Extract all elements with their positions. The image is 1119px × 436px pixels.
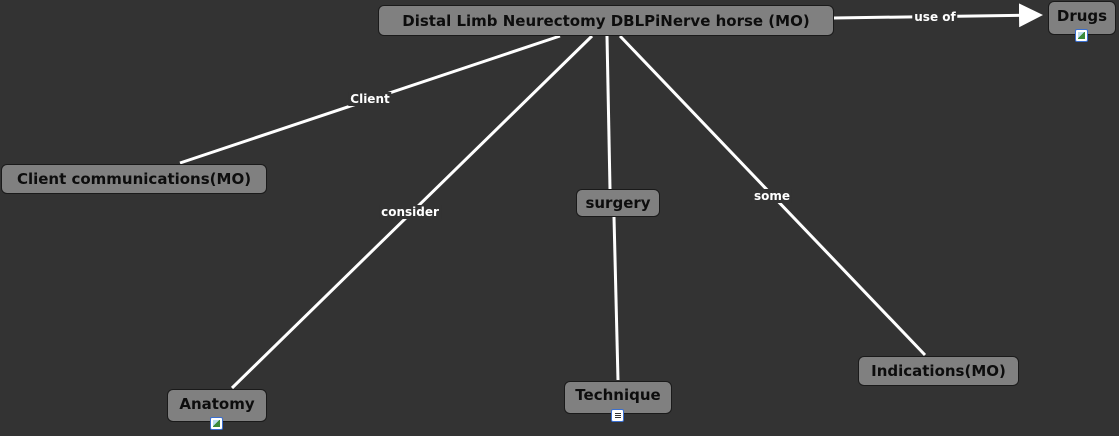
image-resource-icon[interactable] (210, 417, 223, 430)
link-label-client[interactable]: Client (348, 92, 392, 106)
image-resource-icon[interactable] (1075, 29, 1088, 42)
link-label-consider[interactable]: consider (379, 205, 441, 219)
link-label-use-of[interactable]: use of (912, 10, 958, 24)
concept-main[interactable]: Distal Limb Neurectomy DBLPiNerve horse … (378, 5, 834, 36)
concept-surgery[interactable]: surgery (576, 189, 660, 217)
concept-indications[interactable]: Indications(MO) (858, 356, 1019, 386)
link-label-some[interactable]: some (751, 189, 793, 203)
link-surgery (605, 35, 612, 190)
concept-client-communications[interactable]: Client communications(MO) (1, 164, 267, 194)
link-technique (612, 216, 620, 381)
document-resource-icon[interactable] (611, 409, 624, 422)
concept-anatomy[interactable]: Anatomy (167, 389, 267, 422)
